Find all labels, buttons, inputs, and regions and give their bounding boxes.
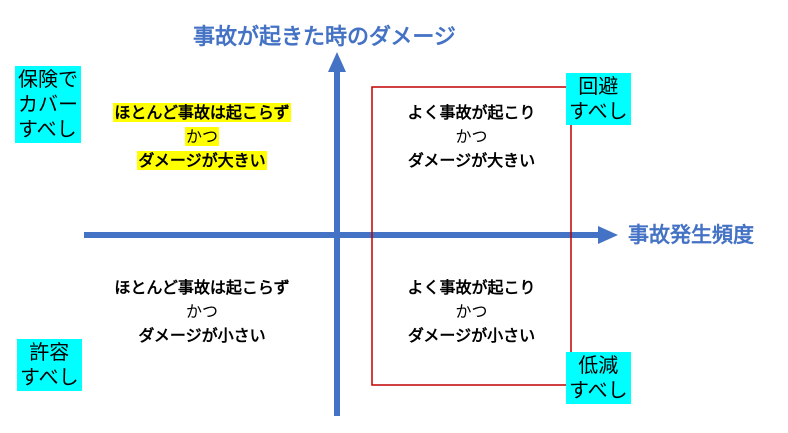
horizontal-axis-arrowhead [598, 226, 618, 244]
quadrant-bottom-left-line1: ほとんど事故は起こらず [114, 278, 290, 297]
quadrant-top-left: ほとんど事故は起こらず かつ ダメージが大きい [96, 101, 308, 173]
badge-accept-line2: すべし [20, 365, 79, 389]
quadrant-top-right-line1: よく事故が起こり [407, 103, 536, 122]
quadrant-bottom-right-line2: かつ [455, 302, 488, 321]
high-frequency-frame [371, 86, 572, 386]
quadrant-bottom-left-line3: ダメージが小さい [138, 326, 266, 345]
quadrant-bottom-right: よく事故が起こり かつ ダメージが小さい [372, 276, 571, 348]
quadrant-top-right-line2: かつ [455, 127, 488, 146]
quadrant-top-left-line3: ダメージが大きい [137, 151, 267, 170]
quadrant-top-left-line2: かつ [184, 127, 219, 146]
badge-insure: 保険で カバー すべし [15, 66, 81, 143]
badge-avoid-line1: 回避 [578, 74, 619, 98]
quadrant-top-right-line3: ダメージが大きい [407, 151, 536, 170]
badge-reduce-line2: すべし [569, 378, 628, 402]
y-axis-label: 事故が起きた時のダメージ [193, 25, 456, 50]
badge-avoid-line2: すべし [569, 99, 628, 123]
vertical-axis-arrowhead [328, 52, 346, 72]
badge-avoid: 回避 すべし [566, 73, 631, 125]
badge-accept-line1: 許容 [29, 340, 70, 364]
quadrant-bottom-left: ほとんど事故は起こらず かつ ダメージが小さい [96, 276, 308, 348]
x-axis-label: 事故発生頻度 [628, 223, 754, 247]
quadrant-top-right: よく事故が起こり かつ ダメージが大きい [372, 101, 571, 173]
badge-insure-line3: すべし [18, 117, 77, 141]
badge-insure-line1: 保険で [18, 67, 78, 91]
badge-reduce: 低減 すべし [566, 352, 631, 404]
badge-insure-line2: カバー [18, 92, 78, 116]
quadrant-top-left-line1: ほとんど事故は起こらず [113, 103, 291, 122]
quadrant-bottom-right-line3: ダメージが小さい [407, 326, 536, 345]
badge-reduce-line1: 低減 [578, 353, 619, 377]
quadrant-bottom-right-line1: よく事故が起こり [407, 278, 536, 297]
quadrant-bottom-left-line2: かつ [185, 302, 218, 321]
badge-accept: 許容 すべし [17, 339, 82, 391]
